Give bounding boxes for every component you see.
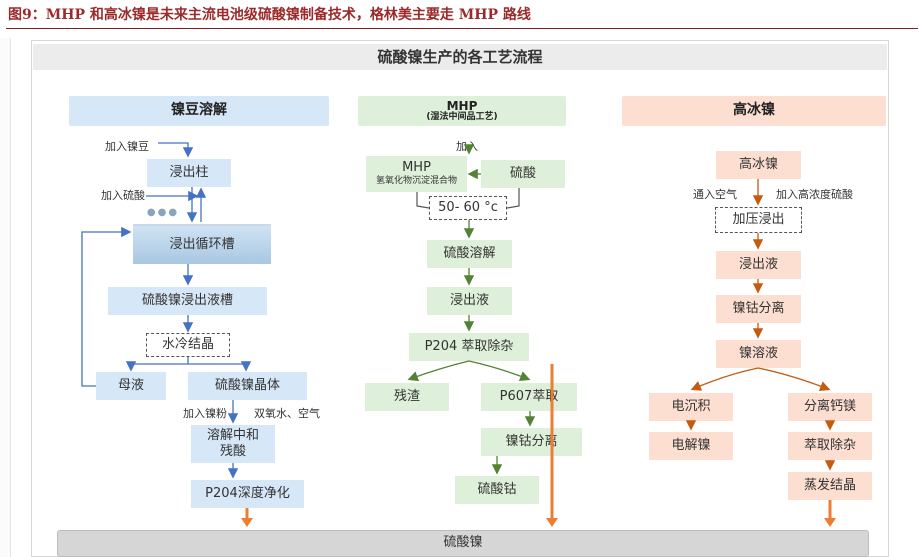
electro-ni-label: 电解镍 (671, 437, 711, 453)
acid-dissolution-label: 硫酸溶解 (443, 245, 496, 261)
p607-label: P607萃取 (499, 388, 559, 404)
label-add-nickel-powder: 加入镍粉 (183, 407, 227, 420)
header-matte-label: 高冰镍 (733, 102, 775, 119)
box-nickel-solution: 镍溶液 (716, 340, 801, 368)
box-matte-leachate: 浸出液 (716, 251, 801, 279)
matte-ni-co-sep-label: 镍钴分离 (732, 300, 785, 316)
label-h2o2-air: 双氧水、空气 (254, 407, 320, 420)
box-nickel-sulfate-crystal: 硫酸镍晶体 (188, 372, 307, 400)
evap-label: 蒸发结晶 (803, 477, 856, 493)
sep-ca-mg-label: 分离钙镁 (803, 398, 856, 414)
temperature-label: 50- 60 °c (438, 199, 498, 215)
output-nickel-sulfate-bar: 硫酸镍 (57, 530, 869, 557)
box-cobalt-sulfate: 硫酸钴 (455, 476, 539, 504)
box-acid-dissolution: 硫酸溶解 (427, 240, 512, 268)
box-p607-extraction: P607萃取 (481, 383, 577, 411)
mhp-input-line-2: 氢氧化物沉淀混合物 (375, 176, 457, 187)
box-evaporation-crystallization: 蒸发结晶 (788, 472, 872, 500)
matte-leachate-label: 浸出液 (738, 256, 778, 272)
box-p204-extraction: P204 萃取除杂 (409, 333, 529, 361)
label-add-bean: 加入镍豆 (105, 140, 149, 153)
header-mhp: MHP (湿法中间品工艺) (358, 96, 566, 126)
box-temperature: 50- 60 °c (429, 196, 507, 220)
p204-deep-label: P204深度净化 (205, 485, 290, 501)
mother-liquor-label: 母液 (117, 377, 144, 393)
label-air: 通入空气 (693, 188, 737, 201)
box-separate-ca-mg: 分离钙镁 (788, 393, 872, 421)
box-extraction-impurity: 萃取除杂 (788, 432, 872, 460)
box-leach-tank: 浸出循环槽 (133, 224, 271, 264)
box-matte-input: 高冰镍 (716, 151, 801, 179)
dissolve-line-2: 残酸 (219, 444, 246, 459)
header-mhp-line-2: (湿法中间品工艺) (426, 111, 498, 122)
output-label: 硫酸镍 (443, 535, 483, 551)
header-mhp-line-1: MHP (446, 98, 478, 113)
box-residue: 残渣 (365, 383, 449, 411)
diagram-title: 硫酸镍生产的各工艺流程 (377, 47, 543, 66)
crystal-label: 硫酸镍晶体 (214, 377, 280, 393)
pressure-label: 加压浸出 (732, 211, 785, 227)
tank-bubbles-icon: ●●● (146, 206, 180, 218)
extract-label: 萃取除杂 (803, 437, 856, 453)
label-add-acid: 加入硫酸 (101, 189, 145, 202)
mhp-ni-co-sep-label: 镍钴分离 (505, 433, 558, 449)
box-mother-liquor: 母液 (96, 372, 166, 400)
box-leach-column: 浸出柱 (147, 159, 231, 187)
cooling-label: 水冷结晶 (161, 336, 214, 352)
box-electrodeposition: 电沉积 (649, 393, 733, 421)
box-pressure-leaching: 加压浸出 (715, 207, 802, 233)
dissolve-line-1: 溶解中和 (206, 427, 259, 443)
header-nickel-matte: 高冰镍 (622, 96, 886, 126)
leach-column-label: 浸出柱 (169, 164, 209, 180)
diagram-title-bar: 硫酸镍生产的各工艺流程 (33, 44, 887, 70)
figure-caption: 图9：MHP 和高冰镍是未来主流电池级硫酸镍制备技术，格林美主要走 MHP 路线 (6, 3, 918, 29)
liquor-tank-label: 硫酸镍浸出液槽 (141, 292, 233, 308)
box-water-cooling-crystallization: 水冷结晶 (146, 333, 230, 357)
box-dissolve-neutralize: 溶解中和 残酸 (191, 425, 275, 463)
label-high-conc-acid: 加入高浓度硫酸 (776, 188, 853, 201)
header-bean-label: 镍豆溶解 (171, 102, 227, 119)
ni-solution-label: 镍溶液 (738, 345, 778, 361)
box-matte-ni-co-separation: 镍钴分离 (716, 295, 801, 323)
label-mhp-add: 加入 (456, 140, 478, 153)
box-mhp-input: MHP 氢氧化物沉淀混合物 (366, 156, 467, 192)
cobalt-sulfate-label: 硫酸钴 (477, 481, 517, 497)
header-bean-dissolution: 镍豆溶解 (69, 96, 329, 126)
electrodeposit-label: 电沉积 (671, 398, 711, 414)
residue-label: 残渣 (393, 388, 420, 404)
box-mhp-leachate: 浸出液 (427, 287, 512, 315)
mhp-input-line-1: MHP (402, 160, 431, 176)
matte-input-label: 高冰镍 (738, 156, 778, 172)
box-p204-deep-purification: P204深度净化 (191, 480, 304, 508)
box-liquor-tank: 硫酸镍浸出液槽 (108, 287, 267, 315)
p204-label: P204 萃取除杂 (424, 338, 514, 354)
box-mhp-sulfuric-acid: 硫酸 (481, 160, 565, 188)
mhp-acid-label: 硫酸 (509, 165, 536, 181)
box-electrolytic-nickel: 电解镍 (649, 432, 733, 460)
page-edge (0, 38, 11, 557)
box-mhp-ni-co-separation: 镍钴分离 (481, 428, 582, 456)
mhp-leachate-label: 浸出液 (449, 292, 489, 308)
leach-tank-label: 浸出循环槽 (169, 236, 235, 252)
